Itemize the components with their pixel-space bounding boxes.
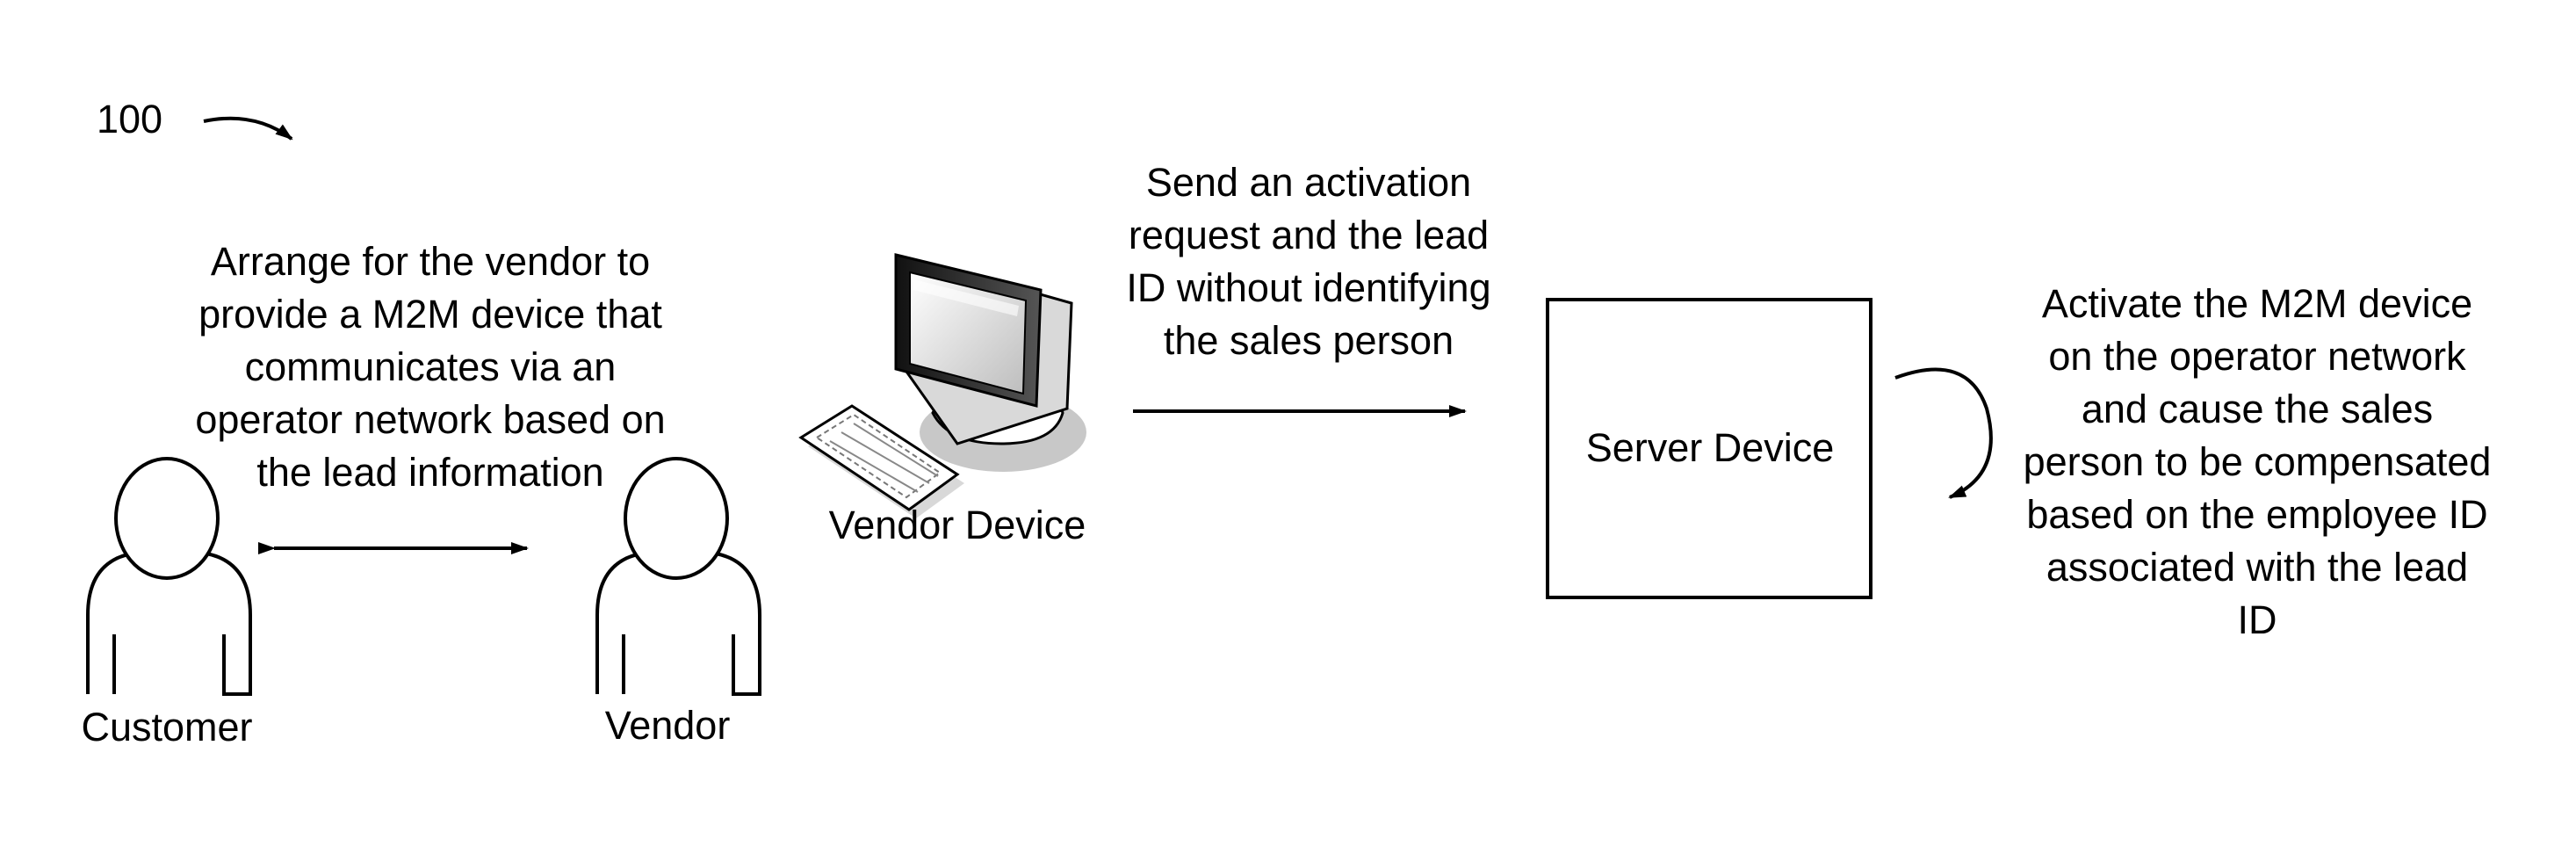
server-device-label: Server Device	[1548, 422, 1872, 474]
arrange-step-text: Arrange for the vendor to provide a M2M …	[114, 235, 747, 499]
activate-arrow	[1895, 370, 1991, 497]
figure-reference-number: 100	[97, 93, 220, 146]
vendor-device-label: Vendor Device	[773, 499, 1142, 552]
customer-label: Customer	[35, 701, 299, 754]
send-step-text: Send an activation request and the lead …	[1080, 156, 1537, 367]
activate-step-text: Activate the M2M device on the operator …	[1994, 278, 2521, 647]
vendor-label: Vendor	[527, 699, 808, 752]
computer-icon	[801, 255, 1086, 518]
